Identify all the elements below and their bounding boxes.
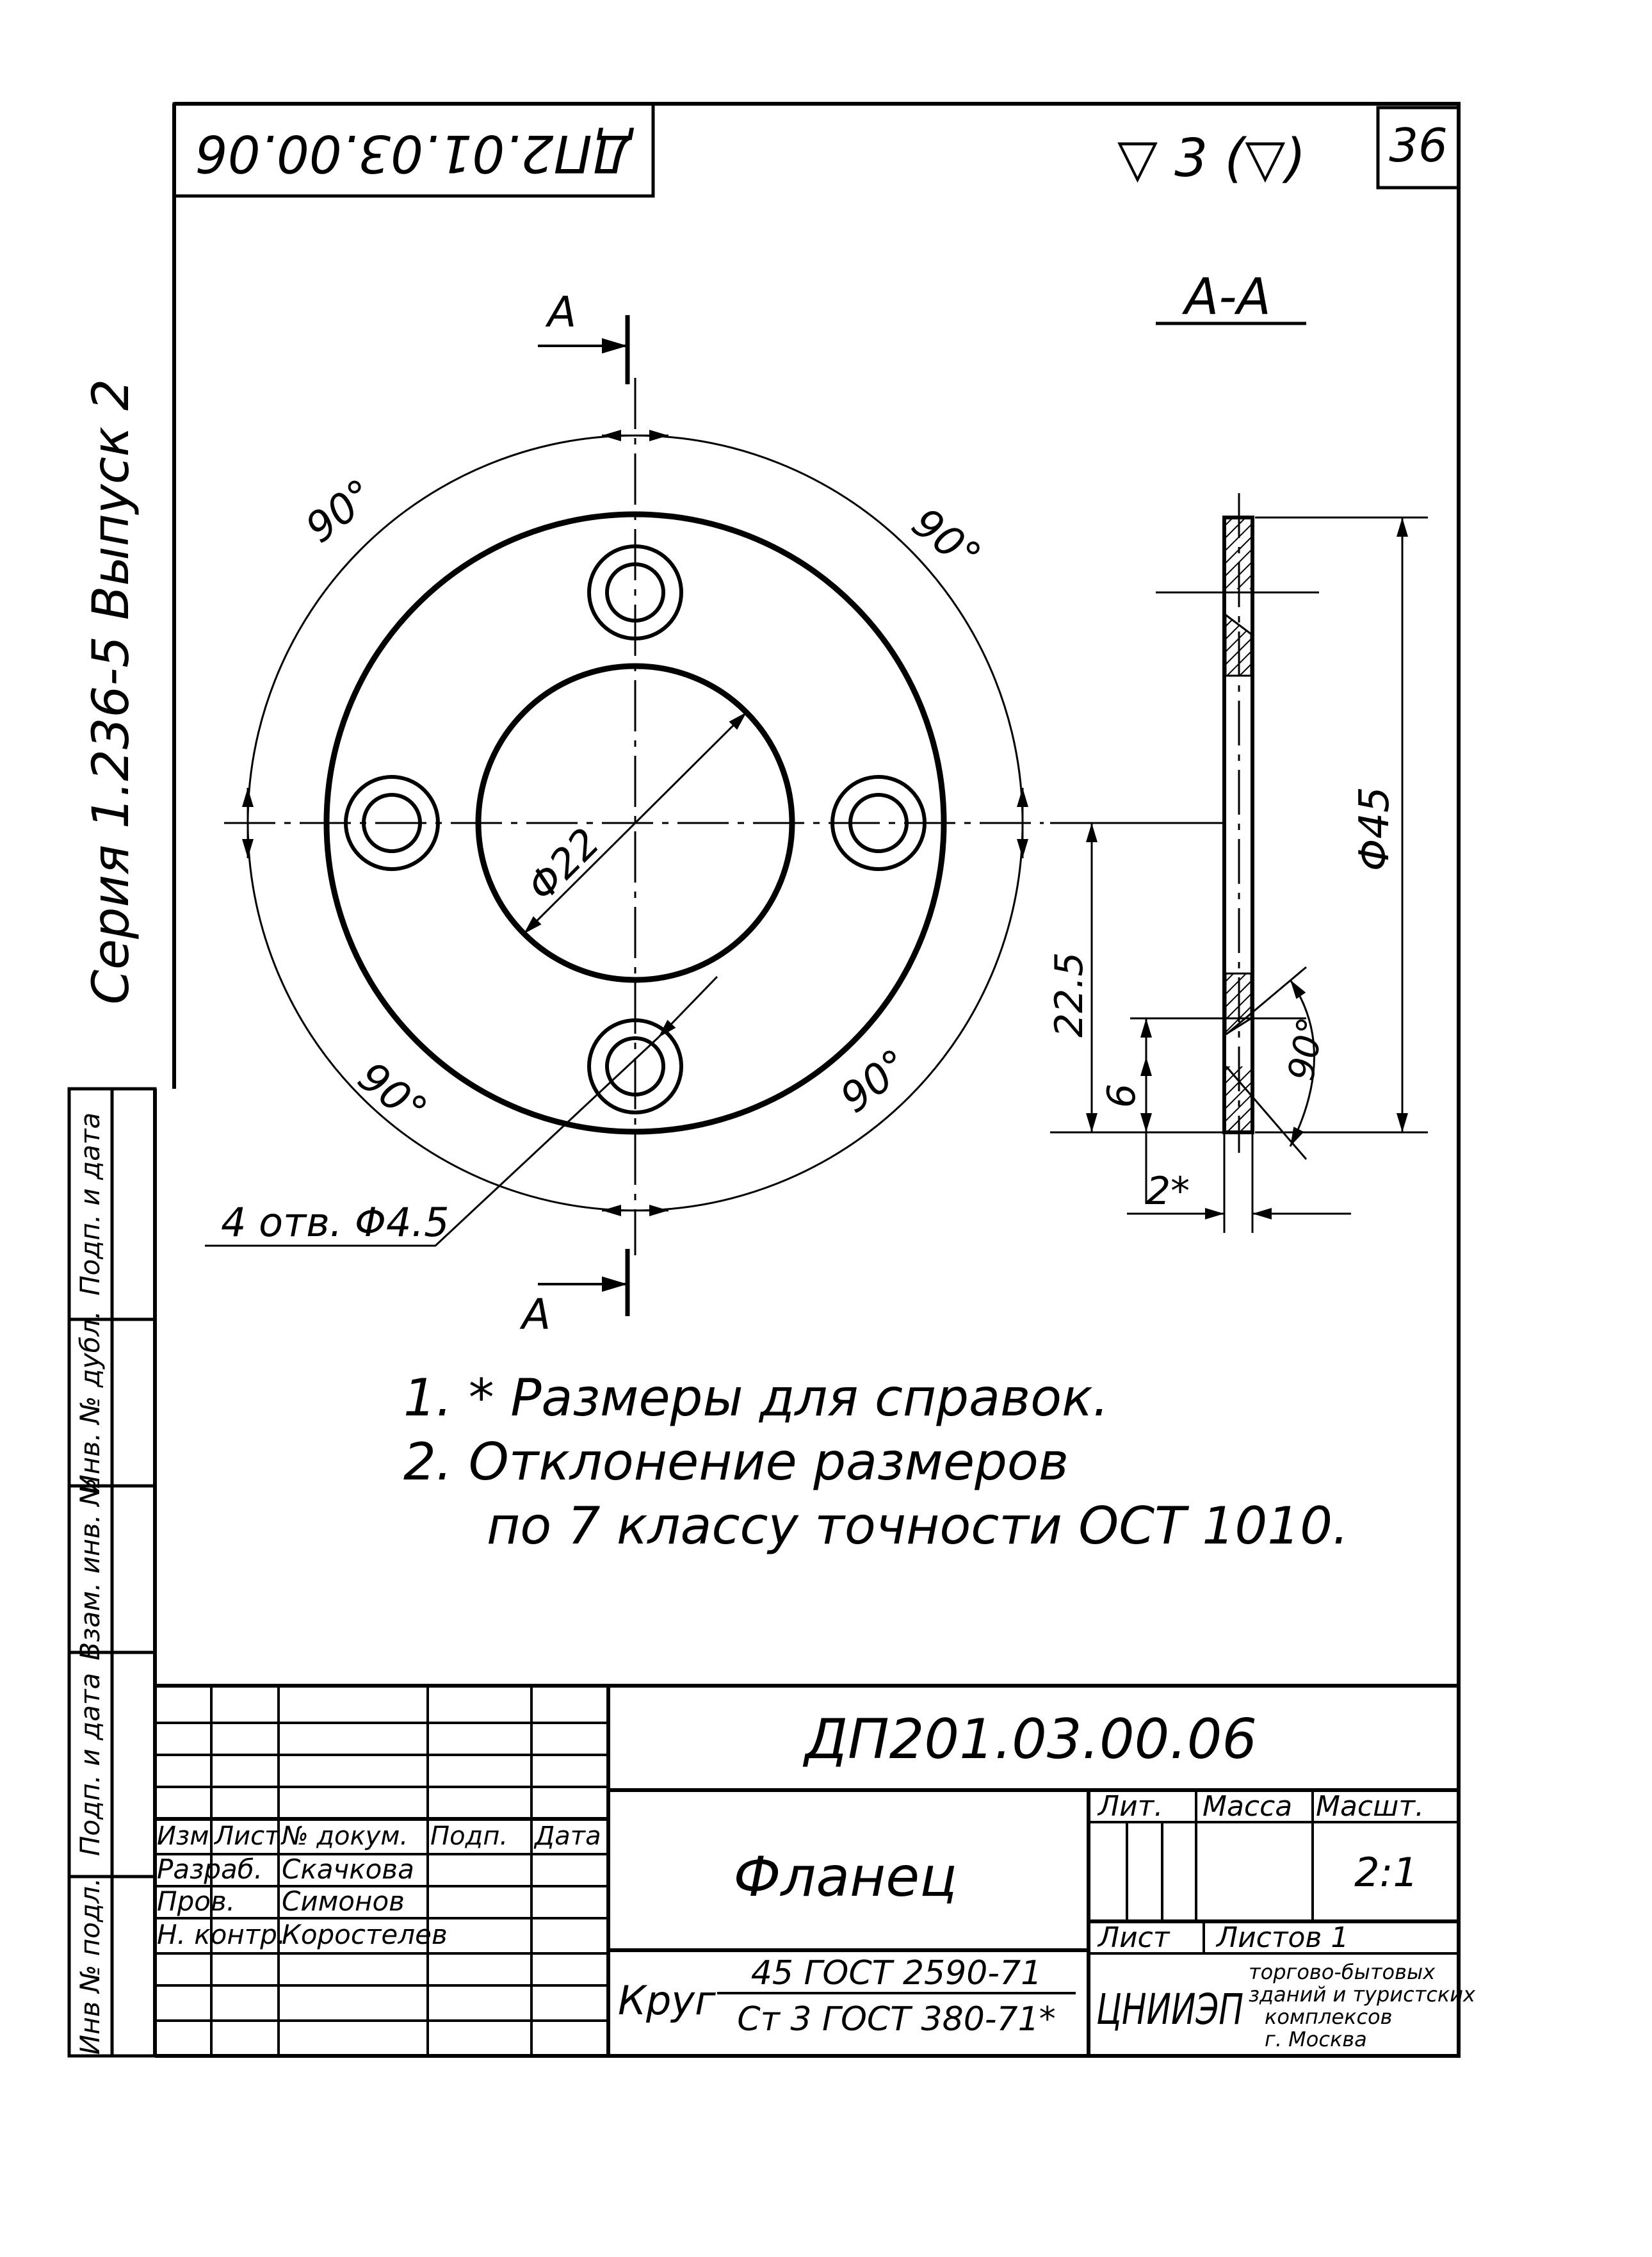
org-name: торгово-бытовых зданий и туристских комп… — [1249, 1960, 1476, 2051]
col-header: Лист — [213, 1821, 280, 1851]
outer-diameter-label: Φ45 — [1351, 786, 1398, 871]
col-headers: Изм Лист № докум. Подп. Дата — [157, 1821, 601, 1851]
person-name: Скачкова — [282, 1854, 414, 1885]
sheet-number-box: 36 — [1376, 106, 1461, 190]
section-view — [1050, 322, 1428, 1233]
cut-letter-bottom: А — [519, 1290, 551, 1339]
holes-note: 4 отв. Φ4.5 — [221, 1199, 449, 1246]
slot-label: 6 — [1099, 1084, 1144, 1108]
notes: 1. * Размеры для справок. 2. Отклонение … — [403, 1368, 1348, 1556]
thickness-label: 2* — [1146, 1169, 1190, 1214]
org-line: зданий и туристских — [1249, 1982, 1476, 2007]
material-bottom: Ст 3 ГОСТ 380-71* — [737, 2000, 1055, 2039]
col-header: № докум. — [280, 1821, 408, 1851]
section-label: А-А — [1181, 268, 1271, 326]
org-line: комплексов — [1265, 2005, 1392, 2029]
org-line: торгово-бытовых — [1249, 1960, 1436, 1984]
angle-label-bl: 90° — [349, 1053, 435, 1135]
col-header: Изм — [157, 1821, 209, 1851]
note-line: 2. Отклонение размеров — [403, 1432, 1069, 1492]
sheets-label: Листов 1 — [1215, 1921, 1348, 1954]
bore-diameter-label: Φ22 — [518, 819, 609, 910]
strip-cell-label: Подп. и дата — [74, 1673, 106, 1856]
inverted-code-box: ДП2.01.03.00.06 — [172, 102, 655, 198]
part-name: Фланец — [733, 1845, 957, 1909]
mass-label: Масса — [1203, 1790, 1292, 1823]
role-label: Н. контр. — [157, 1919, 286, 1950]
col-header: Дата — [533, 1821, 601, 1851]
role-label: Разраб. — [157, 1854, 263, 1885]
people-rows: Разраб. Скачкова Пров. Симонов Н. контр.… — [157, 1854, 448, 1950]
note-line: по 7 классу точности ОСТ 1010. — [487, 1496, 1348, 1556]
note-line: 1. * Размеры для справок. — [403, 1368, 1109, 1428]
chamfer-angle-label: 90° — [1281, 1014, 1332, 1084]
scale-label: Масшт. — [1316, 1790, 1424, 1823]
sheet-label: Лист — [1097, 1921, 1170, 1954]
offset-label: 22.5 — [1047, 952, 1092, 1038]
role-label: Пров. — [157, 1886, 235, 1917]
strip-cell-label: Взам. инв. № — [74, 1478, 106, 1660]
strip-cell-label: Подп. и дата — [74, 1112, 106, 1296]
title-block — [155, 1686, 1459, 2056]
doc-code: ДП201.03.00.06 — [802, 1707, 1257, 1772]
material-prefix: Круг — [618, 1977, 716, 2024]
flange-plan-view — [205, 315, 1044, 1316]
person-name: Симонов — [282, 1886, 405, 1917]
material-top: 45 ГОСТ 2590-71 — [751, 1954, 1042, 1992]
org-line: г. Москва — [1265, 2027, 1367, 2051]
lit-label: Лит. — [1097, 1790, 1163, 1823]
angle-label-tr: 90° — [903, 499, 989, 581]
org-logo: ЦНИИЭП — [1096, 1985, 1243, 2034]
scale-value: 2:1 — [1354, 1849, 1418, 1896]
left-strip — [67, 1087, 157, 2058]
roughness-mark: ▽ 3 (▽) — [1117, 128, 1306, 189]
col-header: Подп. — [430, 1821, 508, 1851]
strip-cell-label: Инв. № дубл. — [74, 1310, 106, 1494]
strip-cell-label: Инв № подл. — [74, 1878, 106, 2055]
cut-letter-top: А — [545, 288, 576, 337]
inverted-code-text: ДП2.01.03.00.06 — [195, 124, 634, 183]
sheet-number: 36 — [1389, 118, 1448, 172]
series-label: Серия 1.236-5 Выпуск 2 — [83, 379, 140, 1005]
person-name: Коростелев — [282, 1919, 448, 1950]
